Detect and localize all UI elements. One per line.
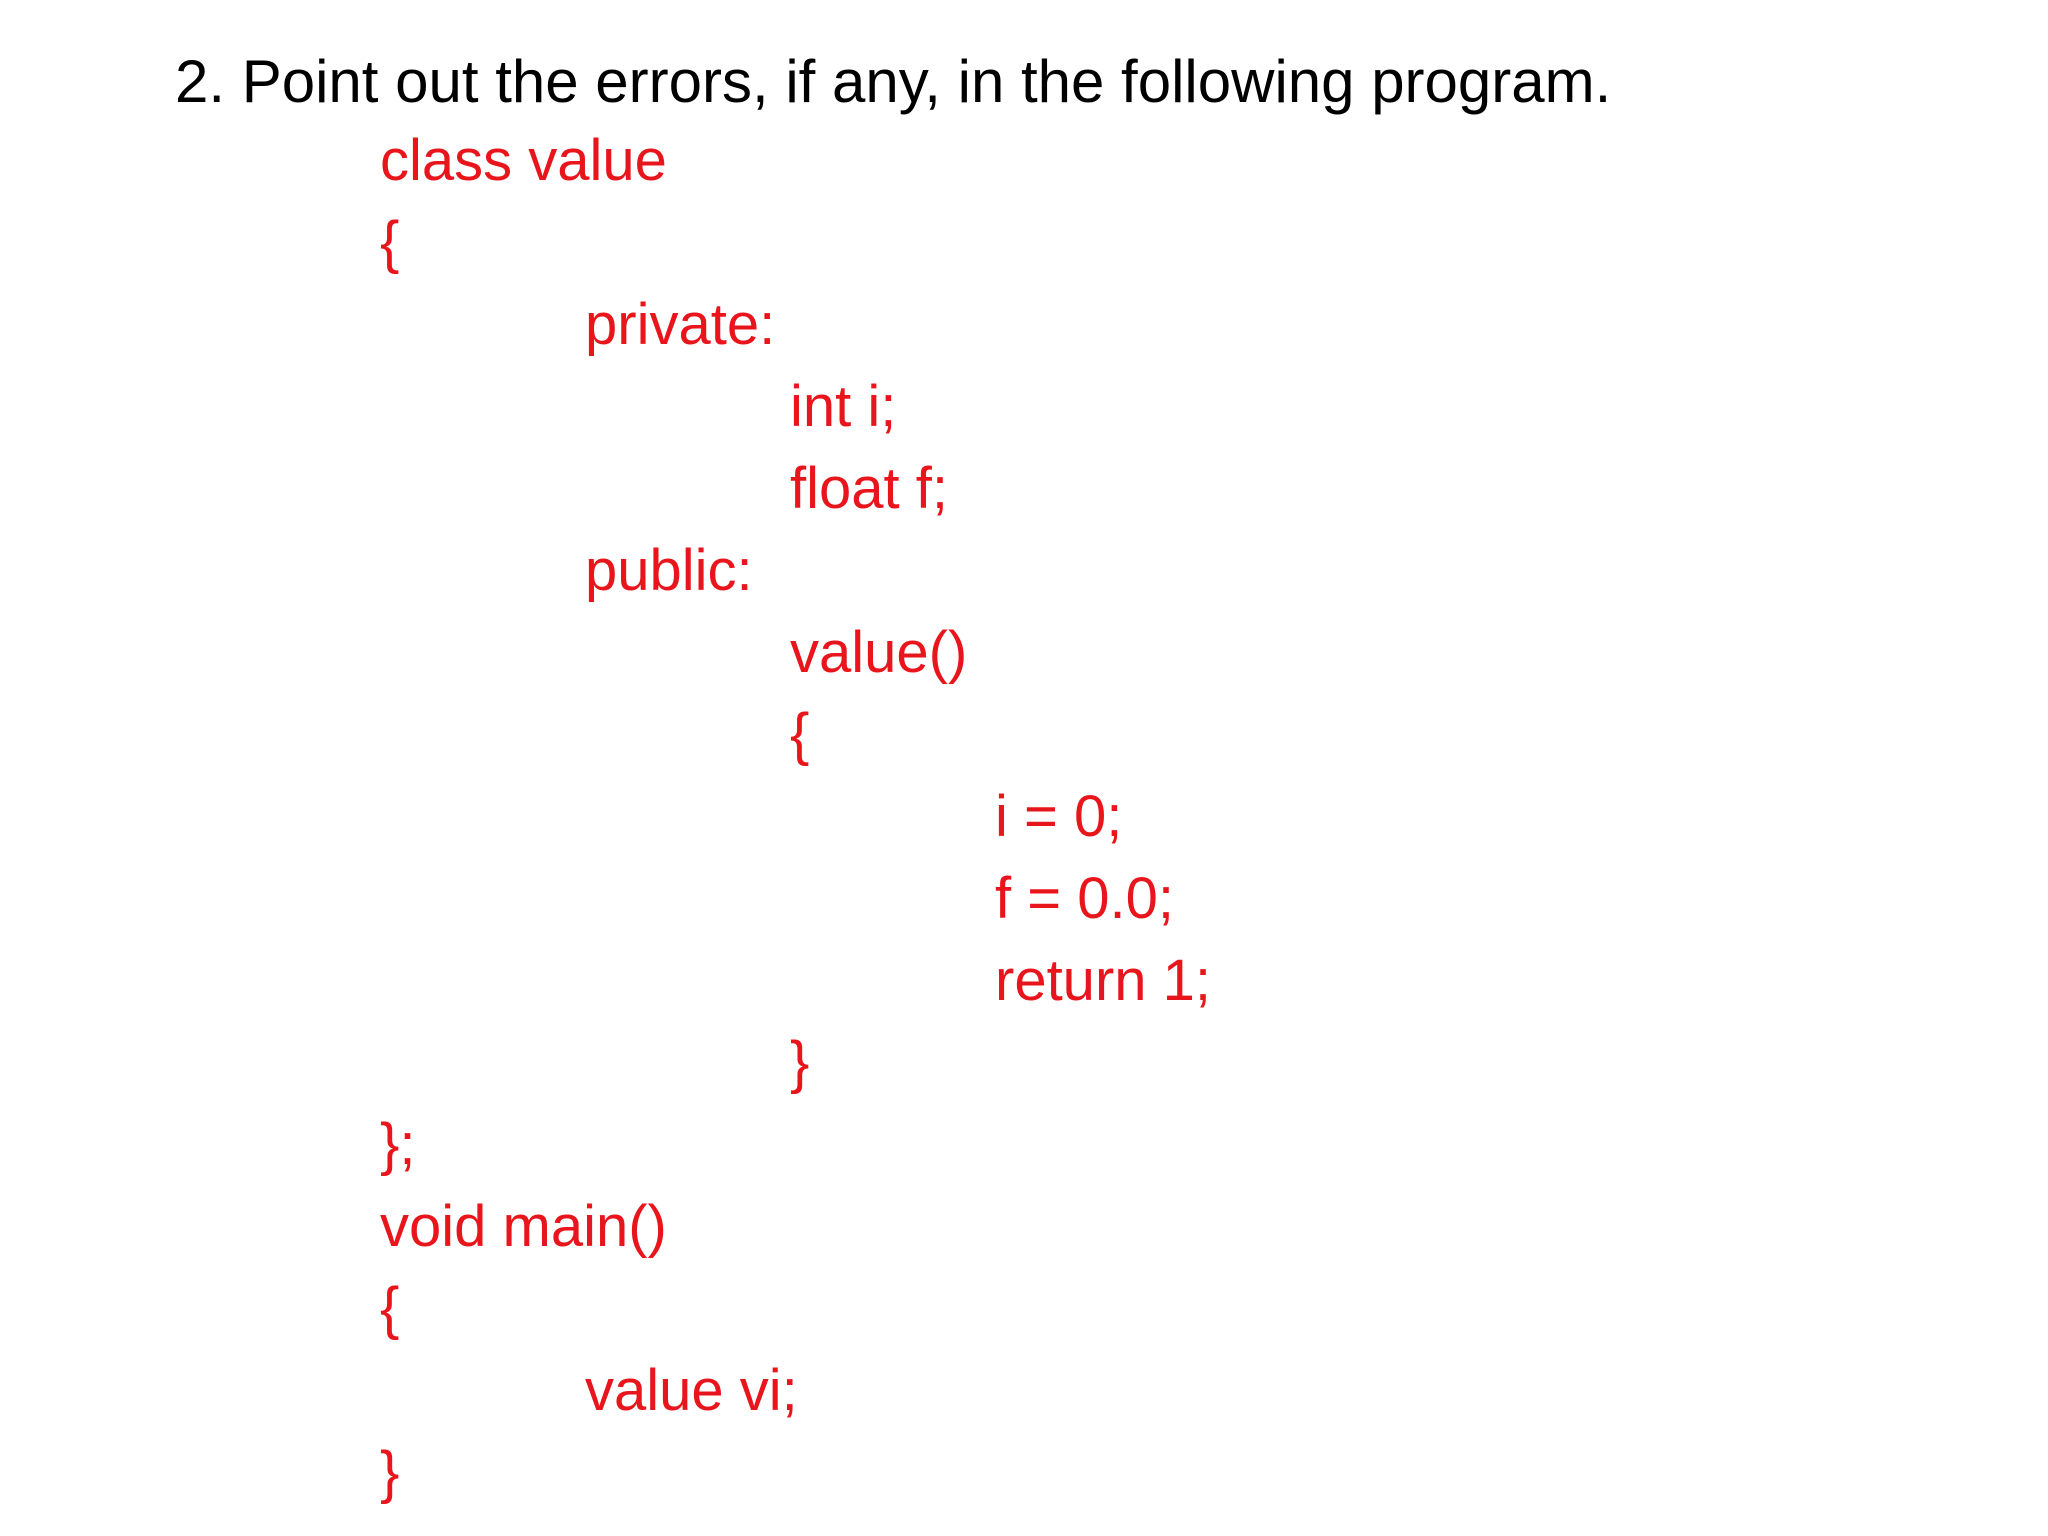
code-line: float f; (790, 456, 948, 521)
code-line: value() (790, 620, 968, 685)
code-line: }; (380, 1112, 416, 1177)
code-line: int i; (790, 374, 897, 439)
code-line: { (790, 702, 810, 767)
code-line: public: (585, 538, 753, 603)
code-line: } (380, 1440, 400, 1505)
code-line: i = 0; (995, 784, 1123, 849)
code-line: { (380, 210, 400, 275)
code-line: } (790, 1030, 810, 1095)
code-line: void main() (380, 1194, 667, 1259)
code-line: { (380, 1276, 400, 1341)
code-line: f = 0.0; (995, 866, 1174, 931)
code-line: private: (585, 292, 776, 357)
question-text: 2. Point out the errors, if any, in the … (175, 48, 1612, 115)
code-line: value vi; (585, 1358, 798, 1423)
code-line: return 1; (995, 948, 1211, 1013)
code-line: class value (380, 128, 667, 193)
